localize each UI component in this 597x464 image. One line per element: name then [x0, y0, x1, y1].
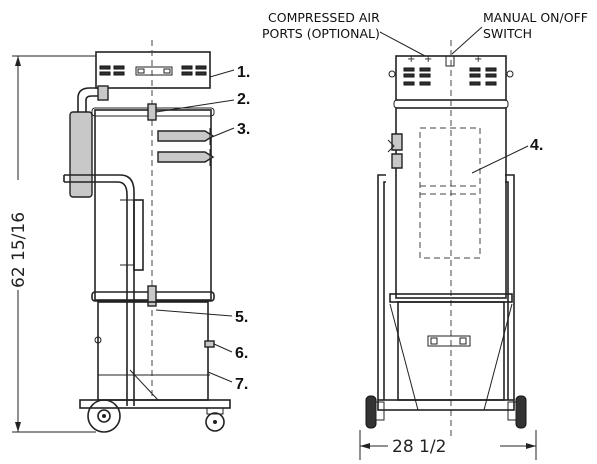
side-sight-window — [133, 199, 144, 271]
head-vent-slots — [99, 65, 207, 76]
front-right-wheel — [507, 395, 527, 429]
front-canister-hidden-filter — [419, 127, 481, 259]
svg-text:+: + — [424, 54, 432, 65]
side-view: 62 15/16 — [8, 40, 231, 433]
head-handle — [135, 66, 173, 76]
compressed-air-label-line1: COMPRESSED AIR — [268, 10, 380, 25]
callout-3: 3. — [237, 121, 250, 138]
filter-cartridges — [157, 128, 215, 166]
push-handle — [63, 174, 135, 406]
manual-switch-icon — [445, 55, 455, 67]
height-dimension: 62 15/16 — [8, 55, 96, 433]
height-dimension-label: 62 15/16 — [9, 212, 29, 288]
callout-1: 1. — [237, 64, 250, 81]
width-dimension: 28 1/2 — [359, 430, 537, 460]
front-clamp-bracket — [387, 133, 403, 169]
callout-7: 7. — [235, 376, 248, 393]
manual-switch-label-line1: MANUAL ON/OFF — [483, 10, 588, 25]
compressed-air-ports: + + + — [407, 54, 482, 65]
callout-4: 4. — [530, 137, 543, 154]
svg-text:+: + — [407, 54, 415, 65]
callout-2: 2. — [237, 91, 250, 108]
side-latch — [204, 340, 215, 348]
lower-collection-container — [97, 301, 209, 401]
front-head-vents — [403, 67, 497, 86]
motor-head — [95, 51, 211, 89]
manual-switch-label-line2: SWITCH — [483, 26, 532, 41]
base-frame — [79, 399, 231, 409]
front-view: COMPRESSED AIR PORTS (OPTIONAL) MANUAL O… — [262, 10, 588, 460]
bottom-clamp-latch — [147, 285, 157, 307]
compressed-air-label-line2: PORTS (OPTIONAL) — [262, 26, 380, 41]
top-clamp-latch — [147, 103, 157, 121]
side-caster-wheel — [205, 407, 225, 432]
front-canister — [395, 107, 507, 299]
front-base — [377, 399, 515, 411]
svg-text:+: + — [474, 54, 482, 65]
side-large-wheel — [87, 399, 121, 433]
callout-5: 5. — [235, 309, 248, 326]
front-container-handle — [427, 335, 471, 347]
width-dimension-label: 28 1/2 — [392, 437, 446, 457]
side-callout-leaders — [155, 69, 235, 383]
callout-6: 6. — [235, 345, 248, 362]
front-frame-rails — [377, 174, 515, 400]
inlet-elbow — [69, 85, 109, 198]
front-left-wheel — [365, 395, 385, 429]
